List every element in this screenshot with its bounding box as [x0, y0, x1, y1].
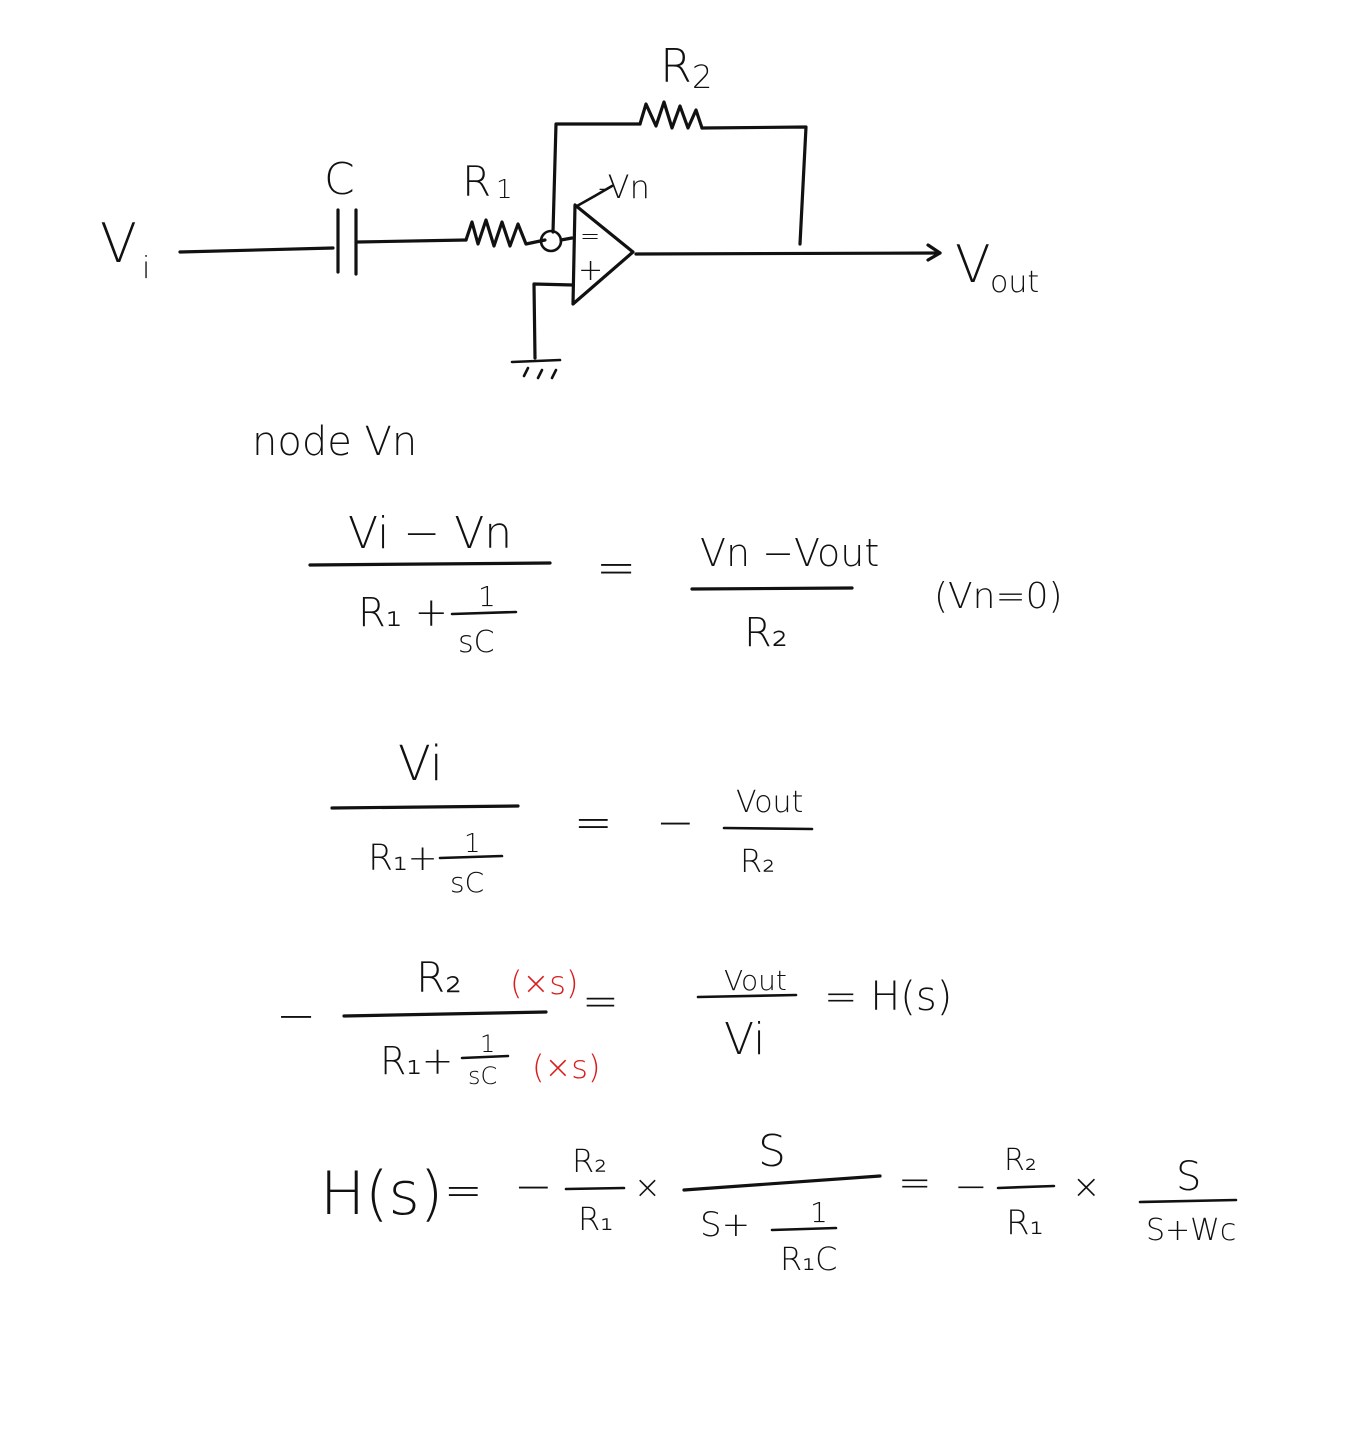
input-label: V [100, 212, 137, 275]
eq1-lhs-denominator: R₁ + [358, 590, 448, 636]
eq4-f2-denominator: S+ [700, 1205, 750, 1245]
ground-symbol [510, 358, 562, 364]
eq4-f2-fraction-bar [682, 1174, 882, 1192]
op-amp-inverting-sign: = [580, 222, 600, 250]
eq4-f2-den-frac-num: 1 [810, 1196, 828, 1229]
feedback-left-wire [551, 122, 642, 234]
op-amp-symbol [571, 203, 635, 306]
r1-label-sub: 1 [496, 175, 513, 205]
eq3-equals: = [582, 976, 619, 1027]
ground-hatch [522, 366, 558, 380]
eq2-rhs-denominator: R₂ [740, 842, 775, 880]
eq3-lhs-den-frac-num: 1 [480, 1030, 495, 1058]
ground-wire [532, 282, 575, 360]
eq3-lhs-numerator-note: (×s) [510, 964, 578, 1002]
eq1-condition: (Vn=0) [934, 576, 1063, 617]
eq2-minus: − [656, 795, 695, 849]
op-amp-noninverting-sign: + [578, 253, 603, 288]
circuit-diagram: V i C R 1 R 2 -Vn = + [100, 39, 1039, 380]
eq4-f1-denominator: R₁ [578, 1200, 613, 1238]
resistor-r2-symbol [638, 100, 704, 130]
eq4-f1-fraction-bar [564, 1186, 626, 1191]
eq4-f3-fraction-bar [996, 1184, 1056, 1190]
eq4-minus-2: − [954, 1164, 988, 1210]
eq4-minus: − [514, 1159, 553, 1213]
eq1-lhs-fraction-bar [308, 561, 552, 567]
eq1-lhs-den-frac-den: sC [458, 625, 495, 660]
equation-1: Vi − Vn R₁ + 1 sC = Vn −Vout R₂ (Vn=0) [308, 508, 1063, 660]
cap-r1-wire [356, 238, 468, 244]
capacitor-symbol [336, 208, 358, 276]
eq1-lhs-den-frac-num: 1 [478, 580, 496, 613]
eq4-equals-2: = [898, 1160, 932, 1206]
output-label-sub: out [990, 265, 1039, 300]
eq4-times: × [634, 1168, 661, 1206]
r2-label-sub: 2 [692, 58, 712, 96]
eq2-lhs-numerator: Vi [398, 736, 443, 792]
eq4-f4-denominator: S+Wc [1146, 1213, 1236, 1248]
eq4-f1-numerator: R₂ [572, 1142, 607, 1180]
equation-2: Vi R₁+ 1 sC = − Vout R₂ [330, 736, 814, 899]
inv-input-wire [559, 236, 574, 242]
eq3-minus: − [276, 988, 316, 1044]
eq2-lhs-den-frac-num: 1 [464, 829, 481, 859]
eq2-lhs-denominator: R₁+ [368, 838, 438, 879]
vn-pointer-line [575, 184, 614, 208]
eq3-lhs-den-frac-den: sC [468, 1062, 497, 1090]
eq3-lhs-denominator: R₁+ [380, 1039, 453, 1083]
eq1-lhs-numerator: Vi − Vn [348, 508, 512, 559]
eq3-mid-numerator: Vout [724, 964, 787, 997]
eq4-times-2: × [1072, 1167, 1101, 1207]
eq2-lhs-fraction-bar [330, 804, 520, 810]
equation-3: − R₂ (×s) R₁+ 1 sC (×s) = Vout Vi = H(s) [276, 953, 952, 1090]
eq3-mid-fraction-bar [696, 993, 798, 999]
output-wire [634, 251, 942, 256]
eq3-rhs: = H(s) [824, 974, 952, 1020]
eq1-rhs-denominator: R₂ [744, 610, 788, 656]
capacitor-label: C [324, 154, 355, 205]
eq4-f2-numerator: S [758, 1126, 786, 1177]
vn-label: -Vn [598, 168, 650, 206]
eq4-lhs: H(s) [320, 1159, 443, 1229]
eq2-lhs-den-frac-den: sC [450, 866, 484, 899]
node-title: node Vn [252, 419, 417, 465]
feedback-right-wire [700, 125, 808, 246]
eq4-f2-den-frac-bar [770, 1226, 838, 1232]
eq1-lhs-den-frac-bar [450, 610, 518, 616]
input-label-sub: i [142, 251, 150, 286]
eq3-lhs-denominator-note: (×s) [532, 1048, 600, 1086]
r2-label: R [660, 39, 692, 93]
eq3-mid-denominator: Vi [724, 1014, 765, 1065]
output-label: V [955, 235, 991, 295]
eq2-rhs-fraction-bar [722, 826, 814, 831]
eq1-rhs-fraction-bar [690, 586, 854, 591]
eq2-lhs-den-frac-bar [438, 854, 504, 860]
input-wire [178, 246, 335, 254]
eq4-f4-numerator: S [1176, 1154, 1201, 1200]
eq3-lhs-fraction-bar [342, 1010, 548, 1018]
eq2-equals: = [574, 795, 613, 849]
output-arrow-icon [926, 243, 942, 262]
eq4-f3-numerator: R₂ [1004, 1143, 1037, 1178]
equation-4: H(s) = − R₂ R₁ × S S+ 1 R₁C = − R₂ R₁ × … [320, 1126, 1238, 1278]
eq4-f2-den-frac-den: R₁C [780, 1240, 837, 1278]
eq4-equals: = [444, 1163, 483, 1217]
eq4-f4-fraction-bar [1138, 1198, 1238, 1204]
eq1-equals: = [596, 540, 636, 596]
resistor-r1-symbol [464, 218, 547, 248]
eq2-rhs-numerator: Vout [736, 785, 803, 820]
eq3-lhs-numerator: R₂ [416, 953, 462, 1002]
eq1-rhs-numerator: Vn −Vout [700, 531, 879, 575]
eq4-f3-denominator: R₁ [1006, 1203, 1043, 1243]
eq3-lhs-den-frac-bar [460, 1054, 510, 1060]
r1-label: R [462, 157, 491, 206]
